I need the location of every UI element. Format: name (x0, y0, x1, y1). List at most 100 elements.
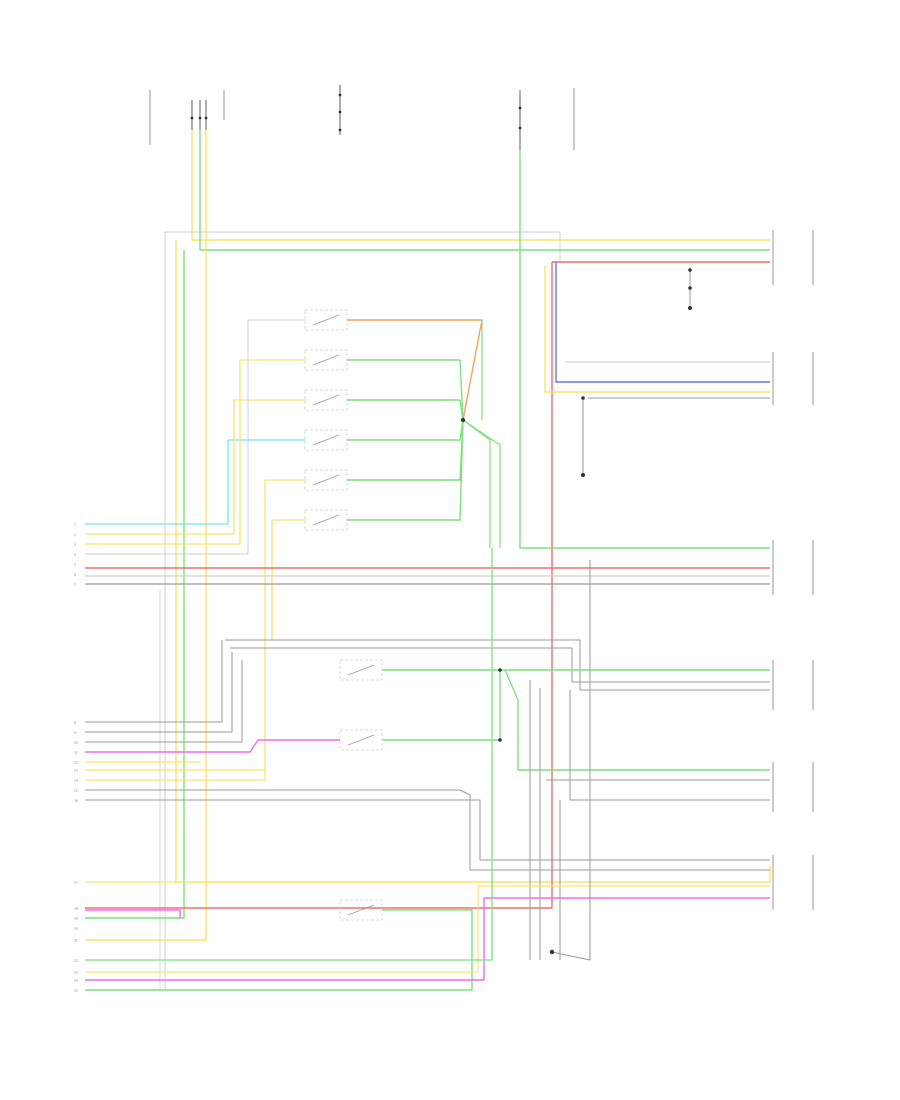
center-switch-2 (304, 349, 348, 371)
wire-magenta-43 (85, 739, 340, 753)
top-center-contact-3 (338, 128, 342, 132)
components (149, 85, 814, 955)
wire-green-58 (85, 548, 493, 961)
top-right-contact-2 (518, 126, 522, 130)
wire-yellow-57 (85, 885, 770, 973)
center-switch-1 (304, 309, 348, 331)
wires (85, 130, 771, 991)
wire-gray-39 (85, 652, 233, 733)
wire-red-9 (85, 262, 553, 909)
left-pin-label: 15 (74, 789, 78, 793)
left-pin-label: 5 (74, 563, 76, 567)
center-switch-5 (304, 469, 348, 491)
left-pin-label: 23 (74, 971, 78, 975)
wire-magenta-56 (85, 897, 770, 981)
wire-yellow-27 (85, 359, 305, 545)
top-right-contact-1 (518, 106, 522, 110)
bottom-switch (339, 899, 383, 921)
ground-node-lower (581, 473, 585, 477)
top-left-switch-contact-0 (190, 116, 194, 120)
left-connector-pins: 1234567891011121314151617181920212223242… (74, 523, 78, 993)
wire-magenta-55 (85, 909, 181, 918)
lower-splice-dot-1 (498, 668, 502, 672)
center-switch-4-contact (312, 434, 340, 446)
top-left-switch-contact-2 (204, 116, 208, 120)
wire-yellow-8 (175, 240, 771, 883)
left-pin-label: 24 (74, 979, 78, 983)
left-pin-label: 12 (74, 761, 78, 765)
left-pin-label: 3 (74, 543, 76, 547)
wire-green-18 (347, 399, 464, 421)
wire-gray-46 (85, 789, 770, 871)
wire-lightgray-2 (165, 231, 561, 262)
center-switch-6 (304, 509, 348, 531)
left-pin-label: 18 (74, 907, 78, 911)
wire-green-44 (504, 669, 770, 771)
wire-gray-62 (551, 560, 591, 961)
wire-yellow-4 (191, 130, 770, 241)
ground-node-upper (581, 396, 585, 400)
wire-gray-47 (85, 799, 770, 861)
left-pin-label: 25 (74, 989, 78, 993)
center-switch-3 (304, 389, 348, 411)
left-pin-label: 2 (74, 533, 76, 537)
wire-green-15 (519, 150, 770, 549)
wire-gray-40 (85, 660, 243, 743)
left-pin-label: 8 (74, 721, 76, 725)
wire-green-7 (85, 250, 185, 919)
lower-splice-dot-2 (498, 738, 502, 742)
left-pin-label: 16 (74, 799, 78, 803)
wire-yellow-31 (85, 480, 266, 781)
wire-green-22 (462, 419, 491, 548)
center-switch-4 (304, 429, 348, 451)
center-splice-dot (460, 417, 466, 423)
center-switch-3-contact (312, 394, 340, 406)
wire-cyan-25 (85, 439, 305, 525)
left-pin-label: 17 (74, 881, 78, 885)
left-pin-label: 19 (74, 917, 78, 921)
left-pin-label: 11 (74, 751, 78, 755)
left-pin-label: 22 (74, 959, 78, 963)
wire-green-19 (347, 419, 464, 441)
top-center-contact-2 (338, 110, 342, 114)
wire-gray-37 (230, 647, 770, 683)
left-pin-label: 13 (74, 769, 78, 773)
lower-switch-2-contact (347, 734, 375, 746)
lower-switch-1-contact (347, 664, 375, 676)
wire-lightgray-28 (85, 319, 305, 555)
left-pin-label: 9 (74, 731, 76, 735)
left-pin-label: 10 (74, 741, 78, 745)
lower-switch-1 (339, 659, 383, 681)
top-center-contact-1 (338, 93, 342, 97)
left-pin-label: 21 (74, 939, 78, 943)
wire-green-42 (382, 670, 501, 741)
wire-green-17 (347, 359, 464, 421)
wire-yellow-26 (85, 399, 305, 535)
bottom-switch-contact (347, 904, 375, 916)
wire-blue-11 (555, 262, 770, 383)
top-right-node-3 (688, 306, 692, 310)
lower-switch-2 (339, 729, 383, 751)
left-pin-label: 14 (74, 779, 78, 783)
center-switch-1-contact (312, 314, 340, 326)
wire-yellow-12 (544, 265, 770, 393)
wire-yellow-6 (85, 130, 207, 941)
left-pin-label: 1 (74, 523, 76, 527)
bottom-ground-node (549, 949, 555, 955)
center-switch-5-contact (312, 474, 340, 486)
left-pin-label: 7 (74, 583, 76, 587)
top-right-node (688, 268, 692, 272)
wire-gray-38 (85, 640, 223, 723)
wire-green-21 (347, 419, 464, 521)
wire-green-23 (462, 419, 501, 548)
top-right-node-2 (688, 286, 692, 290)
left-pin-label: 4 (74, 553, 76, 557)
top-left-switch-contact-1 (198, 116, 202, 120)
left-pin-label: 20 (74, 927, 78, 931)
center-switch-2-contact (312, 354, 340, 366)
center-switch-6-contact (312, 514, 340, 526)
wire-green-54 (85, 909, 473, 991)
wire-gray-51 (569, 690, 770, 801)
wire-green-5 (199, 130, 770, 251)
